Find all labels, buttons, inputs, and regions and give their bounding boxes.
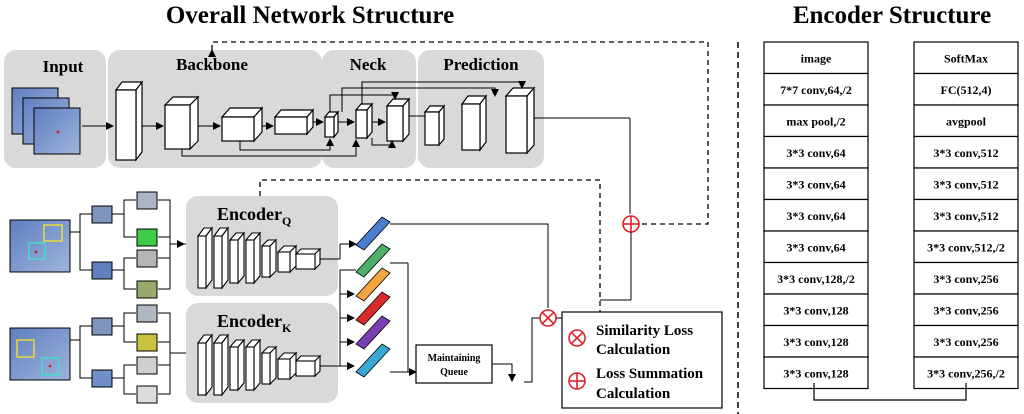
- backbone-panel: [108, 50, 322, 168]
- encoder-layer-label: 3*3 conv,512,/2: [927, 240, 1005, 254]
- encoder-layer-label: max pool,/2: [786, 114, 845, 128]
- encoder-layer-label: 3*3 conv,512: [933, 146, 998, 160]
- prediction-label: Prediction: [443, 55, 519, 74]
- backbone-blocks: [114, 80, 315, 162]
- encoder-layer-label: 3*3 conv,256: [933, 303, 998, 317]
- crop-thumb: [136, 249, 158, 268]
- encoder-layer-label: SoftMax: [944, 51, 988, 65]
- encoder-structure-left-column: image 7*7 conv,64,/2 max pool,/2 3*3 conv,6…: [763, 41, 869, 390]
- encoder-k-label: EncoderK: [217, 311, 292, 335]
- query-feature-bar: [355, 216, 391, 251]
- crop-thumb: [136, 280, 158, 299]
- encoder-q-label: EncoderQ: [217, 204, 291, 228]
- neck-blocks: [323, 97, 411, 143]
- crop-thumb: [136, 191, 158, 210]
- prediction-blocks: [423, 86, 536, 155]
- legend-similarity-line1: Similarity Loss: [596, 323, 693, 339]
- encoder-layer-cell: [763, 198, 869, 232]
- encoder-layer-cell: [763, 135, 869, 169]
- query-input-image: [9, 219, 71, 273]
- neck-label: Neck: [350, 55, 387, 74]
- input-image-stack: [11, 87, 81, 155]
- encoder-layer-label: 3*3 conv,64: [786, 146, 845, 160]
- encoder-layer-cell: [913, 41, 1019, 75]
- crop-thumb: [136, 304, 158, 323]
- encoder-layer-cell: [913, 72, 1019, 106]
- queue-label-line1: Maintaining: [428, 353, 481, 364]
- legend-summation-icon: [568, 372, 586, 390]
- legend-summation-line2: Calculation: [596, 386, 671, 402]
- key-input-image: [9, 327, 71, 381]
- backbone-label: Backbone: [176, 55, 248, 74]
- encoder-structure-title: Encoder Structure: [793, 2, 991, 29]
- crop-thumb: [136, 385, 158, 404]
- encoder-layer-cell: [913, 230, 1019, 264]
- encoder-layer-cell: [763, 324, 869, 358]
- encoder-feedback-dashed: [256, 179, 601, 314]
- encoder-layer-label: 3*3 conv,256,/2: [927, 366, 1005, 380]
- encoder-layer-label: 3*3 conv,64: [786, 209, 845, 223]
- encoder-layer-label: 3*3 conv,512: [933, 209, 998, 223]
- encoder-layer-label: 3*3 conv,256: [933, 335, 998, 349]
- encoder-layer-cell: [913, 167, 1019, 201]
- backbone-feedback-dashed: [208, 41, 709, 225]
- encoder-layer-cell: [913, 198, 1019, 232]
- key-crop-tree: [70, 312, 186, 395]
- crop-thumb: [136, 333, 158, 352]
- encoder-layer-label: 3*3 conv,128,/2: [777, 272, 855, 286]
- legend-summation-line1: Loss Summation: [596, 366, 704, 382]
- encoder-layer-label: 3*3 conv,64: [786, 177, 845, 191]
- encoder-layer-cell: [913, 135, 1019, 169]
- legend-similarity-icon: [568, 329, 586, 347]
- encoder-layer-label: FC(512,4): [941, 83, 992, 97]
- legend-box: [561, 311, 723, 409]
- encoder-column-connector: [813, 383, 967, 401]
- encoder-layer-label: 3*3 conv,512: [933, 177, 998, 191]
- main-title: Overall Network Structure: [166, 2, 454, 29]
- encoder-layer-label: 7*7 conv,64,/2: [780, 83, 852, 97]
- encoder-layer-cell: [763, 41, 869, 75]
- crop-thumb: [136, 228, 158, 247]
- encoder-layer-cell: [913, 324, 1019, 358]
- maintaining-queue-box: [415, 344, 493, 384]
- encoder-q-layers: [196, 226, 322, 290]
- queue-label-line2: Queue: [440, 367, 468, 378]
- crop-thumb: [136, 356, 158, 375]
- encoder-layer-cell: [913, 104, 1019, 138]
- query-crop-tree: [70, 199, 186, 290]
- encoder-layer-label: 3*3 conv,128: [783, 366, 848, 380]
- input-label: Input: [43, 57, 84, 76]
- encoder-layer-cell: [763, 261, 869, 295]
- encoder-layer-label: 3*3 conv,128: [783, 303, 848, 317]
- encoder-layer-label: avgpool: [946, 114, 987, 128]
- encoder-layer-label: 3*3 conv,256: [933, 272, 998, 286]
- encoder-k-layers: [196, 333, 322, 397]
- encoder-layer-cell: [763, 356, 869, 390]
- legend-similarity-line2: Calculation: [596, 342, 671, 358]
- encoder-layer-cell: [913, 261, 1019, 295]
- encoder-layer-label: 3*3 conv,64: [786, 240, 845, 254]
- encoder-layer-label: 3*3 conv,128: [783, 335, 848, 349]
- similarity-loss-node: [539, 309, 557, 327]
- loss-summation-node: [622, 215, 640, 233]
- key-feature-bars: [355, 243, 391, 378]
- encoder-layer-cell: [763, 293, 869, 327]
- encoder-layer-label: image: [801, 51, 832, 65]
